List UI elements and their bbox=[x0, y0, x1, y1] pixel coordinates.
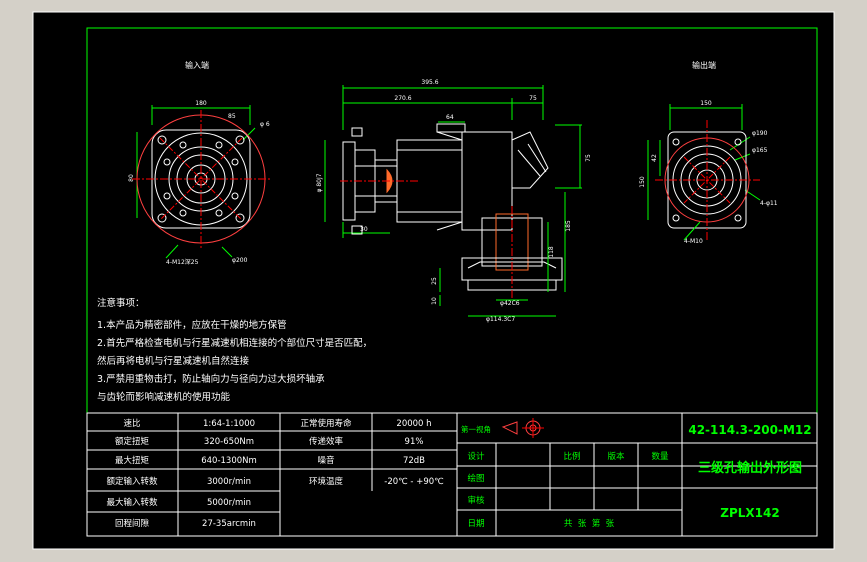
dim-phi114: φ114.3C7 bbox=[486, 316, 515, 323]
spec2-value-0: 20000 h bbox=[396, 419, 431, 429]
spec2-label-3: 环境温度 bbox=[309, 476, 344, 487]
dim-395-6: 395.6 bbox=[421, 79, 438, 86]
spec-label-2: 最大扭矩 bbox=[115, 455, 150, 466]
spec2-value-2: 72dB bbox=[403, 456, 425, 466]
dim-150-v: 150 bbox=[639, 176, 646, 188]
spec-value-2: 640-1300Nm bbox=[201, 456, 257, 466]
version-label: 版本 bbox=[607, 451, 625, 462]
output-end-view: 输出端 150 42 150 φ190 φ165 4-φ11 4-M10 bbox=[639, 60, 778, 245]
dim-30: 30 bbox=[360, 226, 368, 233]
spec-value-3: 3000r/min bbox=[207, 477, 251, 487]
model-code: 42-114.3-200-M12 bbox=[688, 423, 811, 437]
dim-42: 42 bbox=[651, 154, 658, 162]
spec-label-4: 最大输入转数 bbox=[106, 497, 158, 508]
drawing-title: 三级孔输出外形图 bbox=[698, 460, 802, 476]
dim-85: 85 bbox=[228, 113, 236, 120]
input-view-label: 输入端 bbox=[185, 60, 209, 70]
product-code: ZPLX142 bbox=[720, 506, 779, 520]
dim-10: 10 bbox=[431, 297, 438, 305]
dim-4m12: 4-M12深25 bbox=[166, 258, 199, 266]
dim-4phi11: 4-φ11 bbox=[760, 200, 778, 207]
first-angle-symbol bbox=[501, 418, 544, 438]
date-label: 日期 bbox=[467, 519, 484, 529]
spec2-value-3: -20℃ - +90℃ bbox=[384, 477, 444, 487]
dim-75a: 75 bbox=[529, 95, 537, 102]
notes-line-5: 与齿轮而影响减速机的使用功能 bbox=[97, 391, 231, 403]
dim-80: 80 bbox=[128, 174, 135, 182]
spec-label-3: 额定输入转数 bbox=[106, 476, 158, 487]
paper-outer-frame bbox=[32, 11, 835, 550]
spec2-label-2: 噪音 bbox=[317, 455, 335, 466]
review-label: 审核 bbox=[467, 495, 485, 506]
spec-value-1: 320-650Nm bbox=[204, 437, 254, 447]
notes-heading: 注意事项： bbox=[97, 297, 145, 309]
output-view-label: 输出端 bbox=[692, 60, 716, 70]
dim-185: 185 bbox=[565, 220, 572, 232]
spec-label-5: 回程间隙 bbox=[115, 518, 150, 529]
dim-150: 150 bbox=[700, 100, 712, 107]
notes-line-4: 3.严禁用重物击打，防止轴向力与径向力过大损坏轴承 bbox=[97, 373, 325, 385]
quantity-label: 数量 bbox=[651, 451, 669, 462]
spec-value-4: 5000r/min bbox=[207, 498, 251, 508]
dim-75b: 75 bbox=[585, 154, 592, 162]
sheets-label: 共 张 第 张 bbox=[564, 518, 615, 529]
notes-block: 注意事项： 1.本产品为精密部件，应放在干燥的地方保管 2.首先严格检查电机与行… bbox=[97, 297, 372, 403]
title-block-text: 第一视角 设计 绘图 审核 日期 比例 版本 数量 共 张 第 张 42-114… bbox=[461, 423, 812, 529]
scale-label: 比例 bbox=[563, 451, 580, 462]
input-end-view: 输入端 180 80 85 φ 6 4-M12深25 φ200 bbox=[128, 60, 270, 266]
drawing-label: 绘图 bbox=[467, 473, 484, 484]
dim-180: 180 bbox=[195, 100, 207, 107]
dim-phi190: φ190 bbox=[752, 130, 768, 137]
dim-64: 64 bbox=[446, 114, 454, 121]
dim-phi165: φ165 bbox=[752, 147, 768, 154]
dim-118: 118 bbox=[548, 246, 555, 258]
dim-270-6: 270.6 bbox=[394, 95, 411, 102]
side-view: 395.6 270.6 75 64 φ 80J7 30 bbox=[316, 79, 592, 323]
spec-table bbox=[86, 412, 458, 537]
spec2-label-1: 传递效率 bbox=[309, 436, 344, 447]
spec-table-text: 速比 1:64-1:1000 额定扭矩 320-650Nm 最大扭矩 640-1… bbox=[106, 418, 444, 529]
dim-25: 25 bbox=[431, 277, 438, 285]
spec-label-0: 速比 bbox=[123, 418, 140, 429]
spec2-value-1: 91% bbox=[405, 437, 424, 447]
spec-label-1: 额定扭矩 bbox=[115, 436, 150, 447]
spec-value-0: 1:64-1:1000 bbox=[203, 419, 255, 429]
notes-line-3: 然后再将电机与行星减速机自然连接 bbox=[97, 355, 250, 367]
dim-phi80j7: φ 80J7 bbox=[316, 173, 323, 192]
notes-line-2: 2.首先严格检查电机与行星减速机相连接的个部位尺寸是否匹配， bbox=[97, 337, 372, 349]
dim-phi: φ 6 bbox=[260, 121, 270, 128]
design-label: 设计 bbox=[467, 451, 485, 462]
title-block bbox=[456, 412, 818, 537]
dim-phi42c6: φ42C6 bbox=[500, 300, 520, 307]
spec-value-5: 27-35arcmin bbox=[202, 519, 256, 529]
dim-4m10: 4-M10 bbox=[684, 238, 703, 245]
first-angle-label: 第一视角 bbox=[461, 424, 491, 434]
dim-phi200: φ200 bbox=[232, 257, 248, 264]
notes-line-1: 1.本产品为精密部件，应放在干燥的地方保管 bbox=[97, 319, 287, 331]
spec2-label-0: 正常使用寿命 bbox=[300, 418, 352, 429]
